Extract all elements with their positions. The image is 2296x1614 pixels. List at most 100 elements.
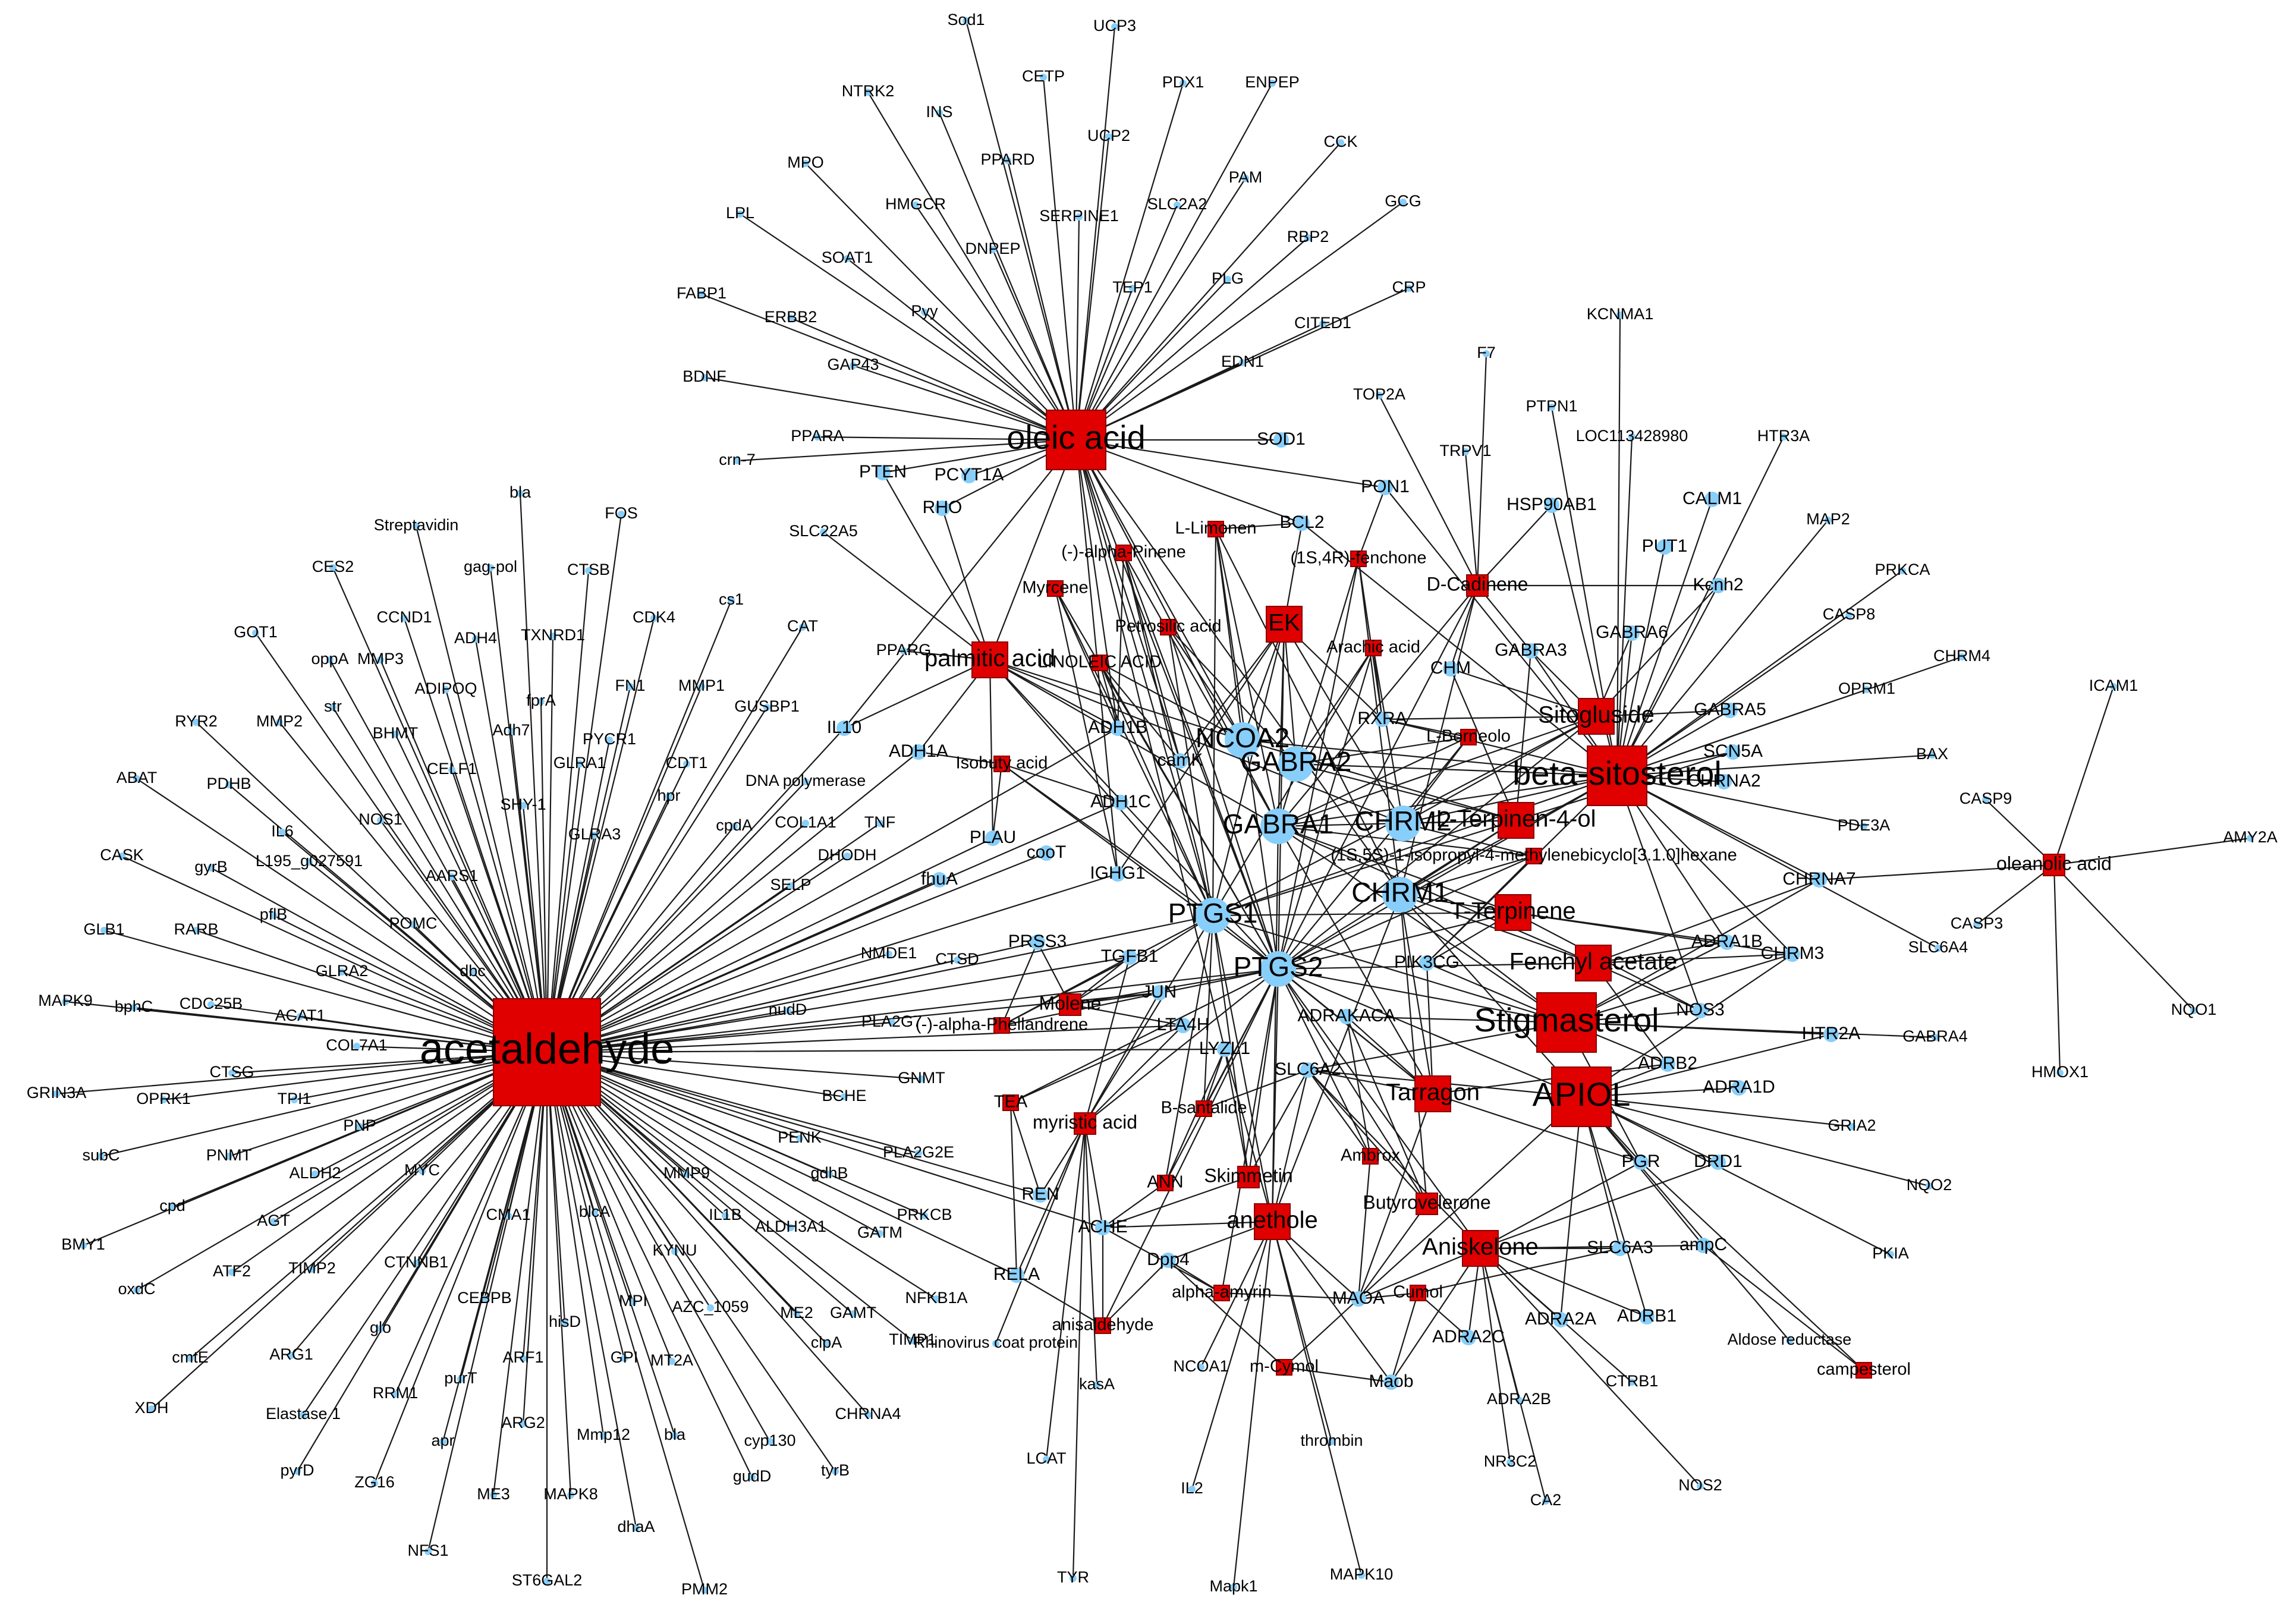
target-node-nos3[interactable] <box>1693 1003 1708 1018</box>
target-node-gdhb[interactable] <box>826 1171 833 1178</box>
target-node-ptgs2[interactable] <box>1260 951 1296 987</box>
target-node-lpl[interactable] <box>737 210 744 218</box>
target-node-ces2[interactable] <box>329 564 336 571</box>
target-node-edn1[interactable] <box>1239 359 1246 366</box>
target-node-ca2[interactable] <box>1542 1497 1549 1505</box>
compound-node-tea[interactable] <box>1002 1094 1019 1111</box>
compound-node-linoleic-acid[interactable] <box>1092 655 1108 671</box>
target-node-pmm2[interactable] <box>701 1587 708 1594</box>
target-node-bdnf[interactable] <box>701 374 708 381</box>
target-node-clpa[interactable] <box>823 1340 830 1347</box>
compound-hub-tarragon[interactable] <box>1414 1075 1451 1112</box>
target-node-gabra5[interactable] <box>1722 703 1738 718</box>
target-node-adra1b[interactable] <box>1719 935 1735 950</box>
target-node-gnmt[interactable] <box>918 1075 925 1083</box>
target-node-pdhb[interactable] <box>225 781 232 788</box>
target-node-ighg1[interactable] <box>1110 866 1125 882</box>
target-node-soat1[interactable] <box>844 255 851 262</box>
target-node-rho[interactable] <box>935 501 950 516</box>
target-node-nos1[interactable] <box>377 817 384 824</box>
target-node-pik3cg[interactable] <box>1419 955 1435 971</box>
target-node-ptgs1[interactable] <box>1195 898 1231 933</box>
target-node-mapk10[interactable] <box>1358 1572 1365 1579</box>
compound-hub-oleic-acid[interactable] <box>1046 410 1106 470</box>
target-node-slc22a5[interactable] <box>820 528 827 536</box>
target-node-calm1[interactable] <box>1704 492 1720 507</box>
compound-node-isobuty-acid[interactable] <box>993 756 1010 772</box>
target-node-dhaa[interactable] <box>633 1524 640 1531</box>
compound-hub-apiol[interactable] <box>1551 1066 1612 1127</box>
target-node-adipoq[interactable] <box>442 686 449 693</box>
target-node-pnmt[interactable] <box>225 1153 232 1160</box>
target-node-zg16[interactable] <box>371 1480 378 1487</box>
compound-node-myrcene[interactable] <box>1047 580 1064 597</box>
target-node-got1[interactable] <box>252 630 259 637</box>
compound-hub-sitogluside[interactable] <box>1578 698 1615 735</box>
target-node-gamt[interactable] <box>850 1310 857 1317</box>
compound-hub-beta-sitosterol[interactable] <box>1587 745 1647 806</box>
target-node-timp2[interactable] <box>309 1266 316 1273</box>
target-node-nfs1[interactable] <box>424 1548 432 1555</box>
target-node-hmgcr[interactable] <box>912 202 919 209</box>
target-node-put1[interactable] <box>1657 539 1672 555</box>
target-node-fabp1[interactable] <box>698 291 705 298</box>
target-node-crp[interactable] <box>1405 285 1413 292</box>
target-node-l195-g027591[interactable] <box>306 858 313 866</box>
target-node-fn1[interactable] <box>627 683 634 690</box>
target-node-fhua[interactable] <box>932 872 947 888</box>
target-node-sod1[interactable] <box>1273 432 1289 448</box>
target-node-rrm1[interactable] <box>392 1390 399 1398</box>
target-node-purt[interactable] <box>457 1376 464 1383</box>
target-node-cma1[interactable] <box>505 1212 512 1219</box>
target-node-sod1[interactable] <box>963 17 970 24</box>
target-node-adrakaca[interactable] <box>1339 1009 1354 1024</box>
target-node-str[interactable] <box>329 704 336 711</box>
target-node-mapk8[interactable] <box>567 1492 574 1499</box>
target-node-ctnnb1[interactable] <box>413 1260 420 1267</box>
target-node-plau[interactable] <box>985 830 1001 846</box>
target-node-chrna2[interactable] <box>1716 774 1732 789</box>
target-node-il1b[interactable] <box>722 1212 729 1219</box>
compound-node-ann[interactable] <box>1157 1175 1174 1191</box>
target-node-adra2c[interactable] <box>1461 1330 1476 1345</box>
target-node-gatm[interactable] <box>876 1230 883 1237</box>
target-node-rarb[interactable] <box>193 927 200 934</box>
target-node-gag-pol[interactable] <box>487 564 494 571</box>
target-node-thrombin[interactable] <box>1328 1438 1335 1445</box>
target-node-nudd[interactable] <box>784 1007 791 1014</box>
target-node-chm[interactable] <box>1443 661 1458 677</box>
target-node-htr3a[interactable] <box>1780 433 1787 441</box>
target-node-f7[interactable] <box>1483 350 1490 357</box>
target-node-ucp2[interactable] <box>1105 133 1112 140</box>
target-node-cdc25b[interactable] <box>207 1001 215 1008</box>
target-node-dnpep[interactable] <box>989 246 996 253</box>
compound-node-arachic-acid[interactable] <box>1365 640 1382 656</box>
compound-hub-stigmasterol[interactable] <box>1536 992 1597 1053</box>
target-node-agt[interactable] <box>270 1218 277 1225</box>
target-node-celf1[interactable] <box>448 766 455 773</box>
target-node-casp9[interactable] <box>1982 796 1989 803</box>
target-node-bax[interactable] <box>1929 751 1936 759</box>
target-node-kynu[interactable] <box>671 1248 678 1255</box>
target-node-adh4[interactable] <box>472 635 479 643</box>
target-node-tpi1[interactable] <box>291 1096 298 1103</box>
target-node-il2[interactable] <box>1188 1486 1196 1493</box>
target-node-trpv1[interactable] <box>1462 448 1469 455</box>
target-node-col7a1[interactable] <box>353 1043 360 1050</box>
target-node-fpra[interactable] <box>537 698 545 705</box>
target-node-blca[interactable] <box>591 1209 598 1216</box>
compound-node-alpha-amyrin[interactable] <box>1213 1285 1230 1301</box>
target-node-cdk4[interactable] <box>650 615 658 622</box>
compound-node-b-santalide[interactable] <box>1196 1100 1212 1117</box>
target-node-icam1[interactable] <box>2110 683 2117 690</box>
target-node-abat[interactable] <box>133 775 140 782</box>
target-node-me2[interactable] <box>793 1310 800 1317</box>
target-node-nmde1[interactable] <box>885 951 892 958</box>
target-node-bcl2[interactable] <box>1294 515 1310 531</box>
target-node-apr[interactable] <box>439 1438 446 1445</box>
target-node-adh1c[interactable] <box>1113 795 1128 810</box>
target-node-pten[interactable] <box>875 465 891 480</box>
target-node-bhmt[interactable] <box>392 731 399 738</box>
target-node-oppa[interactable] <box>326 656 334 663</box>
compound-node-1s-4r-fenchone[interactable] <box>1350 550 1367 567</box>
